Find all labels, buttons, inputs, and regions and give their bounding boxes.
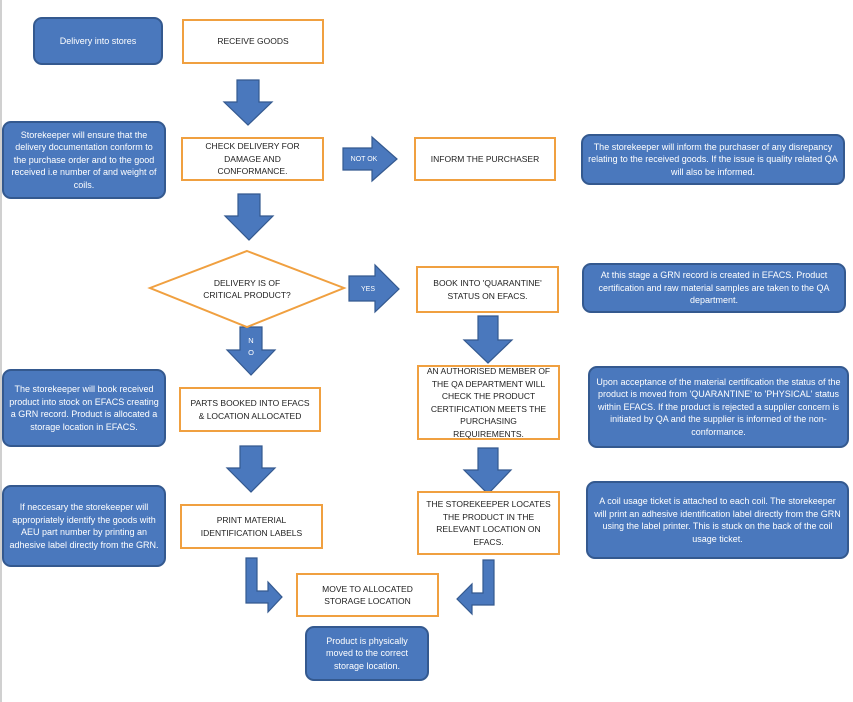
no-label-o: O <box>248 348 254 357</box>
step-check-delivery: CHECK DELIVERY FOR DAMAGE AND CONFORMANC… <box>181 137 324 181</box>
note-grn-record: At this stage a GRN record is created in… <box>582 263 846 313</box>
no-label-n: N <box>248 336 254 345</box>
yes-label: YES <box>360 285 375 293</box>
down-arrow <box>225 445 277 493</box>
note-delivery-into-stores: Delivery into stores <box>33 17 163 65</box>
down-arrow <box>223 193 275 241</box>
decision-diamond <box>147 249 347 329</box>
note-acceptance: Upon acceptance of the material certific… <box>588 366 849 448</box>
step-move-storage: MOVE TO ALLOCATED STORAGE LOCATION <box>296 573 439 617</box>
note-identify-goods: If neccesary the storekeeper will approp… <box>2 485 166 567</box>
step-parts-booked: PARTS BOOKED INTO EFACS & LOCATION ALLOC… <box>179 387 321 432</box>
step-locate-product: THE STOREKEEPER LOCATES THE PRODUCT IN T… <box>417 491 560 555</box>
down-arrow <box>225 326 277 376</box>
down-arrow <box>222 79 274 126</box>
not-ok-label: NOT OK <box>350 155 378 163</box>
step-print-labels: PRINT MATERIAL IDENTIFICATION LABELS <box>180 504 323 549</box>
note-storekeeper-check: Storekeeper will ensure that the deliver… <box>2 121 166 199</box>
down-arrow <box>462 315 514 364</box>
page-edge-line <box>0 0 2 702</box>
note-book-stock: The storekeeper will book received produ… <box>2 369 166 447</box>
right-arrow <box>342 135 398 183</box>
no-label: N O <box>240 333 262 361</box>
note-inform-purchaser: The storekeeper will inform the purchase… <box>581 134 845 185</box>
note-physically-moved: Product is physically moved to the corre… <box>305 626 429 681</box>
right-arrow <box>348 263 400 314</box>
step-qa-check: AN AUTHORISED MEMBER OF THE QA DEPARTMEN… <box>417 365 560 440</box>
step-book-quarantine: BOOK INTO 'QUARANTINE' STATUS ON EFACS. <box>416 266 559 313</box>
elbow-arrow-left <box>245 557 283 614</box>
elbow-arrow-right <box>456 559 495 616</box>
decision-label: DELIVERY IS OF CRITICAL PRODUCT? <box>203 277 291 301</box>
note-coil-ticket: A coil usage ticket is attached to each … <box>586 481 849 559</box>
step-receive-goods: RECEIVE GOODS <box>182 19 324 64</box>
step-inform-purchaser: INFORM THE PURCHASER <box>414 137 556 181</box>
down-arrow <box>462 447 513 495</box>
